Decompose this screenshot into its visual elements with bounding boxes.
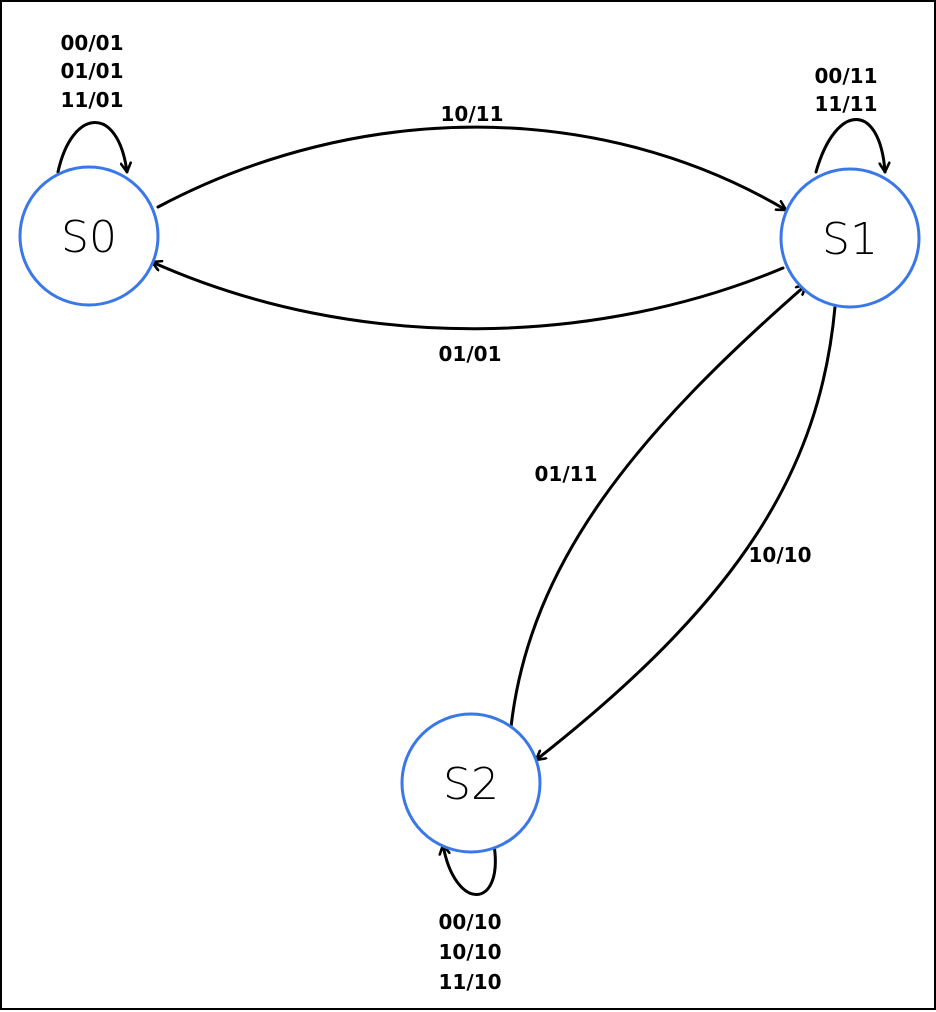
transition-label: 10/10 (439, 940, 502, 964)
state-s0-circle (18, 165, 160, 307)
transition-label: 01/01 (439, 342, 502, 366)
transition-label: 01/11 (535, 462, 598, 486)
state-s1-circle (779, 167, 921, 309)
state-s0-label: S0 (61, 212, 117, 263)
transition-s2-self (443, 843, 497, 896)
transition-s0-to-s1 (156, 125, 788, 212)
transition-s1-self (814, 118, 885, 174)
transition-label: 01/01 (61, 59, 124, 83)
state-s1-label: S1 (822, 214, 878, 265)
state-s2-label: S2 (443, 759, 499, 810)
transition-label: 11/11 (815, 92, 878, 116)
transition-label: 10/10 (749, 543, 812, 567)
transition-label: 00/01 (61, 31, 124, 55)
transition-label: 11/01 (61, 88, 124, 112)
transition-label: 10/11 (441, 102, 504, 126)
transition-label: 00/11 (815, 64, 878, 88)
transition-s0-self (56, 121, 127, 174)
transition-label: 00/10 (439, 910, 502, 934)
transition-s2-to-s1 (509, 283, 808, 729)
transition-s1-to-s0 (150, 262, 785, 331)
transition-label: 11/10 (439, 970, 502, 994)
transition-s1-to-s2 (534, 305, 837, 762)
state-s2-circle (400, 712, 542, 854)
